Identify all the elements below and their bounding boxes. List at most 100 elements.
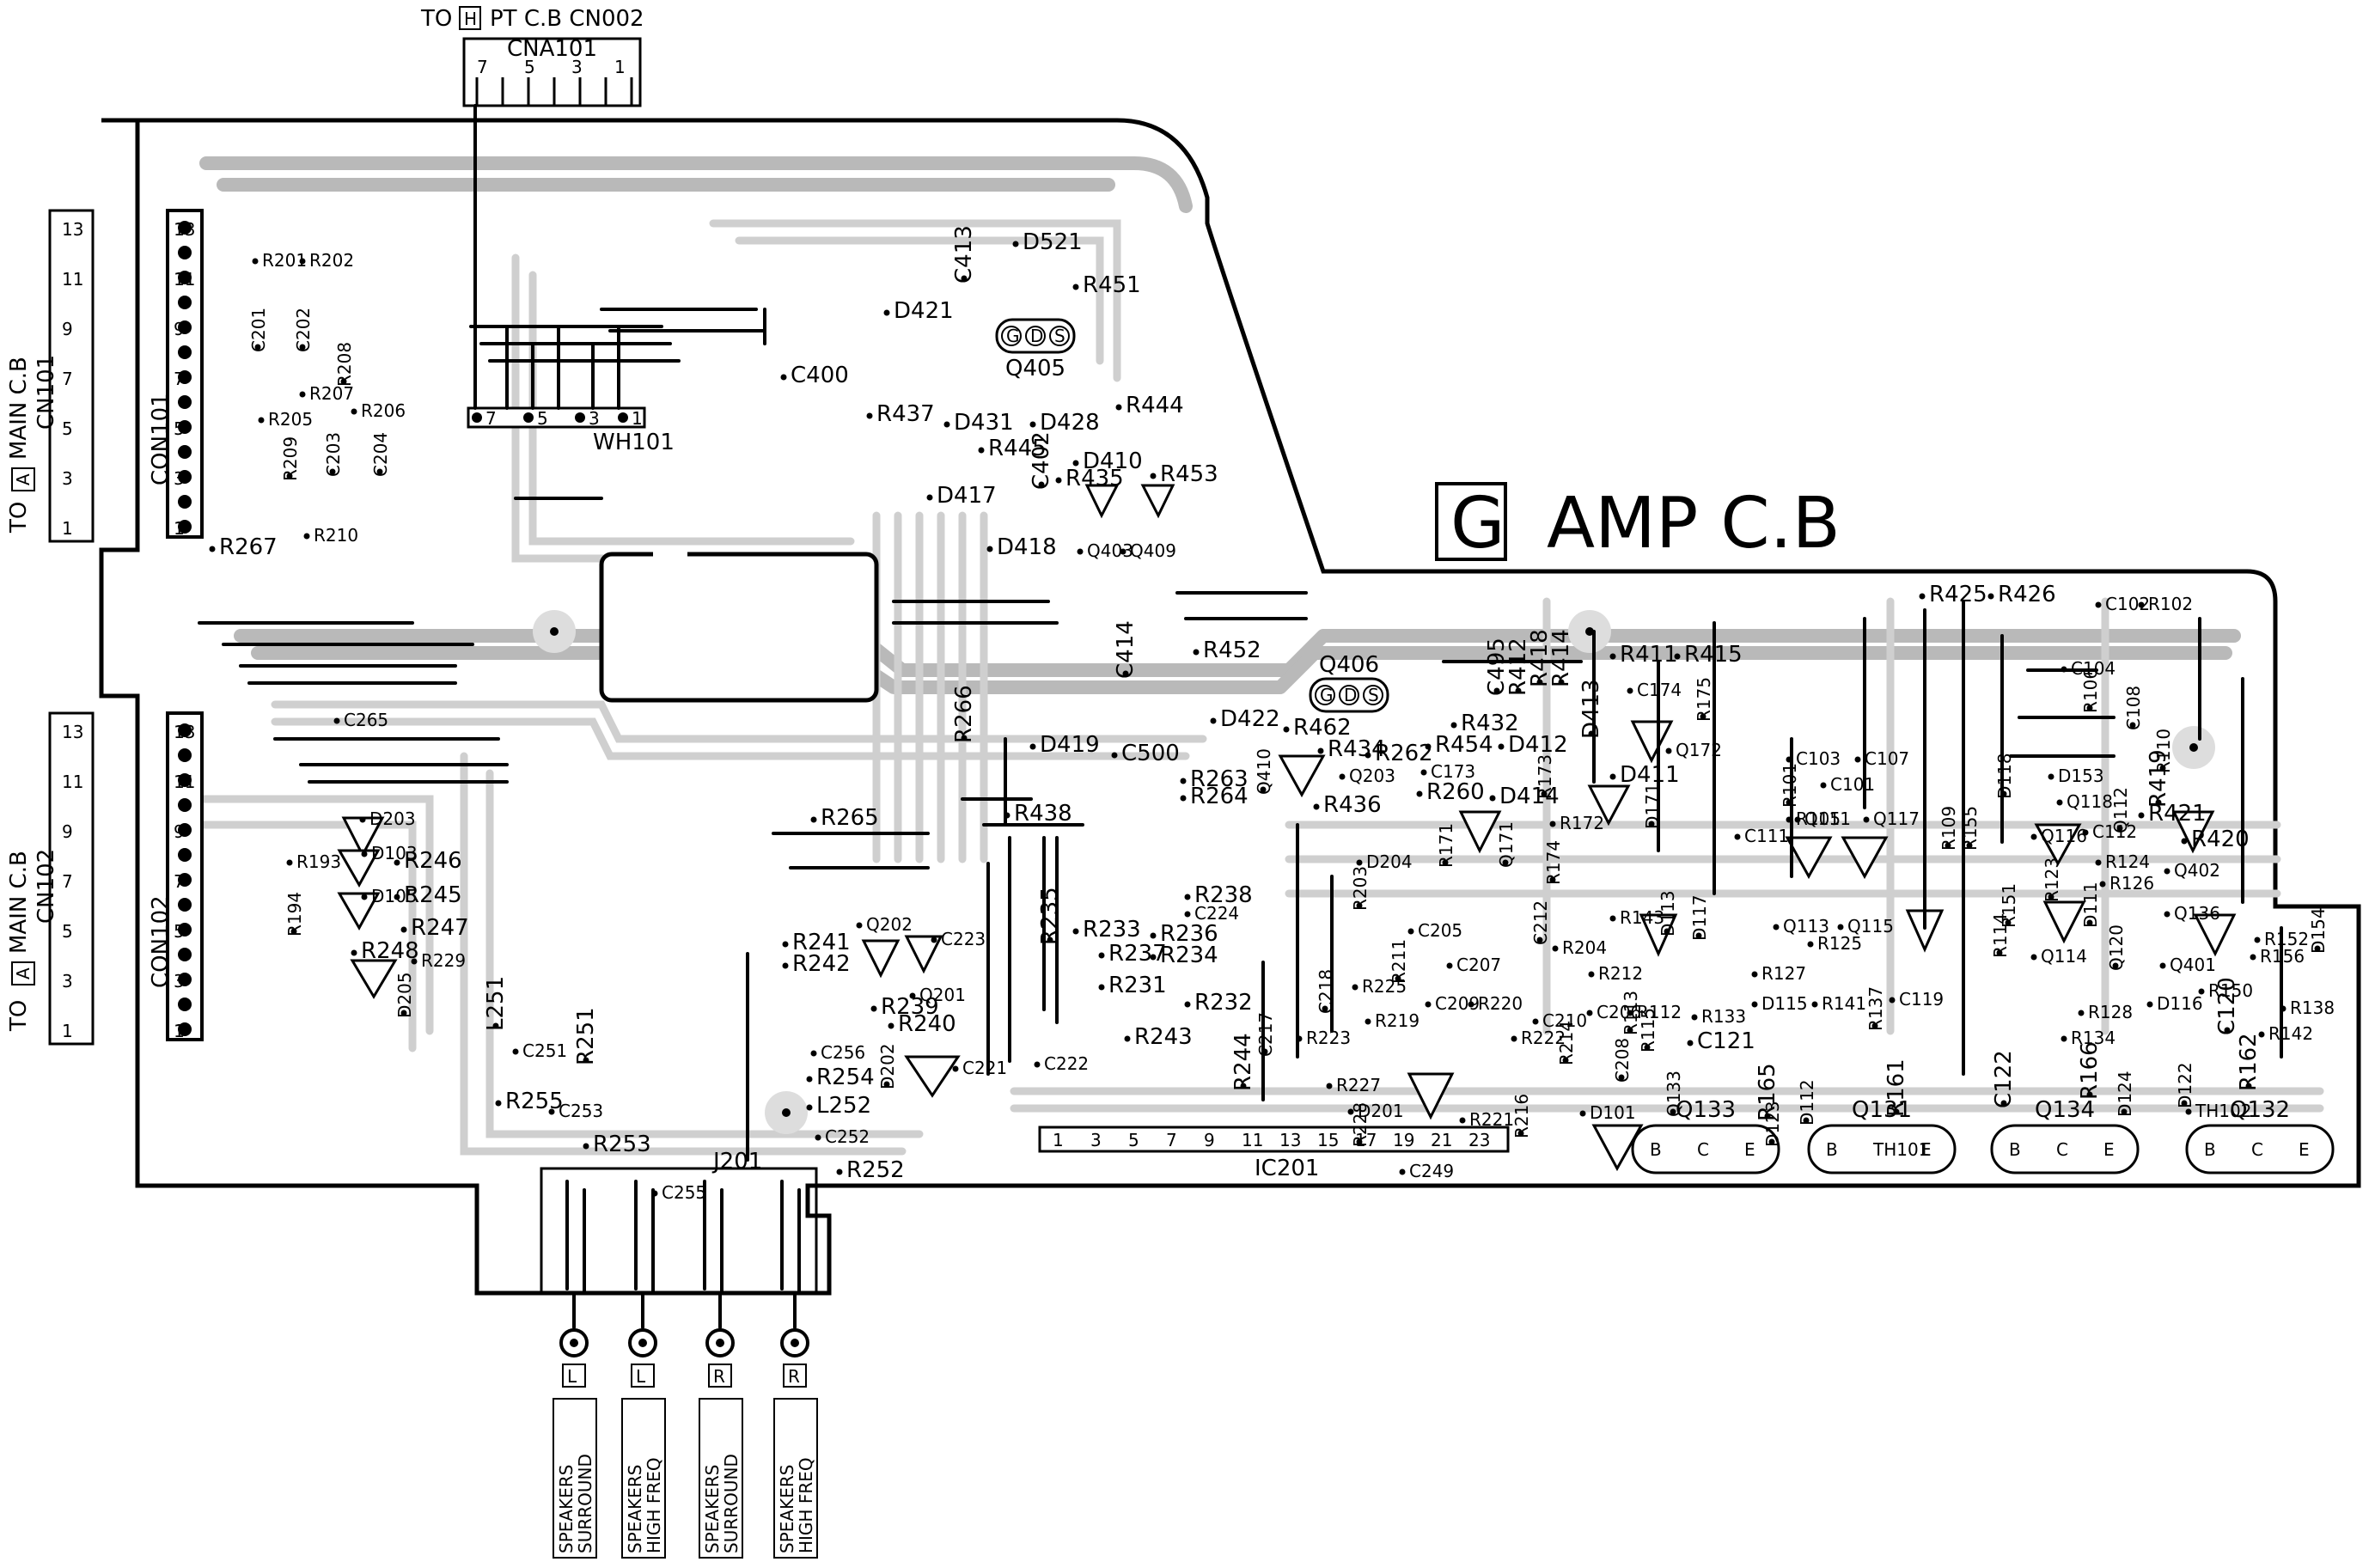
connector-pad xyxy=(178,420,192,434)
component-ref: C223 xyxy=(941,929,986,949)
component-ref: R411 xyxy=(1620,642,1678,668)
connector-pin-number: 7 xyxy=(174,369,185,389)
board-cutout xyxy=(599,552,879,703)
connector-pin-number: 5 xyxy=(174,418,185,439)
component-ref: L251 xyxy=(483,976,509,1031)
component-ref: C209 xyxy=(1435,993,1480,1014)
component-ref: R234 xyxy=(1160,943,1218,968)
transistor-pin: E xyxy=(1920,1139,1932,1160)
component-ref: R425 xyxy=(1929,582,1987,607)
component-ref: C413 xyxy=(951,225,977,284)
component-ref: R142 xyxy=(2268,1023,2313,1044)
cn102-to-label: TO xyxy=(6,1000,32,1032)
cn101-sub-label: CN101 xyxy=(34,355,59,430)
transistor-pin: E xyxy=(1744,1139,1755,1160)
component-ref: C112 xyxy=(2092,821,2137,842)
component-ref: D103 xyxy=(371,843,418,863)
harness-pad xyxy=(523,412,534,423)
component-ref: R204 xyxy=(1562,937,1607,958)
header-pin-number: 5 xyxy=(62,418,73,439)
component-ref: C251 xyxy=(522,1040,567,1061)
component-ref: R232 xyxy=(1194,990,1253,1016)
component-ref: R237 xyxy=(1108,941,1167,967)
component-ref: R152 xyxy=(2264,929,2309,949)
component-ref: R255 xyxy=(505,1089,564,1114)
component-ref: R267 xyxy=(219,534,278,560)
component-ref: Q136 xyxy=(2174,903,2220,924)
component-ref: R426 xyxy=(1998,582,2056,607)
connector-pin-number: 3 xyxy=(174,468,185,489)
board-title-text: AMP C.B xyxy=(1547,483,1841,564)
channel-label: R xyxy=(788,1366,800,1387)
transistor-pin: C xyxy=(1697,1139,1709,1160)
transistor-pin: B xyxy=(2009,1139,2021,1160)
harness-pin-number: 1 xyxy=(632,408,643,429)
connector-pad xyxy=(178,221,192,235)
output-line2: HIGH FREQ xyxy=(796,1457,816,1553)
connector-pad xyxy=(178,773,192,787)
component-ref: C402 xyxy=(1029,431,1054,490)
component-ref: Q113 xyxy=(1783,916,1829,937)
component-ref: C120 xyxy=(2214,977,2240,1035)
transistor-pin: TH101 xyxy=(1872,1139,1929,1160)
component-ref: D428 xyxy=(1040,410,1100,436)
ic-pin-number: 3 xyxy=(1090,1130,1102,1150)
output-line1: SPEAKERS xyxy=(556,1465,577,1553)
component-ref: L252 xyxy=(816,1093,871,1119)
header-pin-number: 1 xyxy=(62,1021,73,1041)
output-line2: SURROUND xyxy=(721,1454,742,1553)
component-ref: R435 xyxy=(1065,466,1124,491)
component-ref: R419 xyxy=(2146,749,2171,808)
component-ref: Q172 xyxy=(1676,740,1722,760)
component-ref: R112 xyxy=(1637,1002,1682,1022)
component-ref: R221 xyxy=(1469,1109,1514,1130)
component-ref: R444 xyxy=(1126,393,1184,418)
ic201-label: IC201 xyxy=(1255,1156,1319,1181)
component-ref: C256 xyxy=(821,1042,865,1063)
harness-pad xyxy=(618,412,628,423)
component-ref: R229 xyxy=(421,950,466,971)
header-pin-number: 11 xyxy=(62,269,83,290)
connector-pin-number: 11 xyxy=(174,269,195,290)
component-ref: R418 xyxy=(1527,629,1553,687)
component-ref: R235 xyxy=(1037,887,1063,945)
harness-pad xyxy=(472,412,482,423)
header-pin-number: 13 xyxy=(62,219,83,240)
connector-pad xyxy=(178,723,192,737)
cn101-to-label: TO xyxy=(6,502,32,534)
component-ref: C121 xyxy=(1697,1028,1755,1054)
component-ref: C210 xyxy=(1542,1010,1587,1031)
header-pin-number: 5 xyxy=(62,921,73,942)
connector-pad xyxy=(178,923,192,937)
output-line1: SPEAKERS xyxy=(777,1465,797,1553)
cna101-label: CNA101 xyxy=(507,36,597,62)
j201-label: J201 xyxy=(711,1149,762,1174)
transistor-pin: C xyxy=(2251,1139,2263,1160)
component-ref: R264 xyxy=(1190,784,1249,809)
con101-label: CON101 xyxy=(148,393,174,485)
component-ref: C224 xyxy=(1194,903,1239,924)
fet-pin: G xyxy=(1006,326,1020,346)
connector-pad xyxy=(178,798,192,812)
svg-text:G: G xyxy=(1450,483,1505,564)
component-ref: C222 xyxy=(1044,1053,1089,1074)
component-ref: D417 xyxy=(937,483,997,509)
fet-pin: D xyxy=(1030,326,1043,346)
connector-pad xyxy=(178,296,192,309)
component-ref: R162 xyxy=(2236,1033,2262,1091)
fet-name: Q406 xyxy=(1319,652,1379,678)
header-pin-number: 13 xyxy=(62,722,83,742)
component-ref: TH102 xyxy=(2195,1101,2251,1121)
con102-label: CON102 xyxy=(148,895,174,988)
svg-text:A: A xyxy=(13,473,34,485)
svg-text:H: H xyxy=(464,9,477,29)
connector-pad xyxy=(178,345,192,359)
component-ref: R242 xyxy=(792,951,851,977)
component-ref: R126 xyxy=(2109,873,2154,894)
top-link-text: PT C.B CN002 xyxy=(490,6,644,32)
harness-pin-number: 3 xyxy=(589,408,600,429)
